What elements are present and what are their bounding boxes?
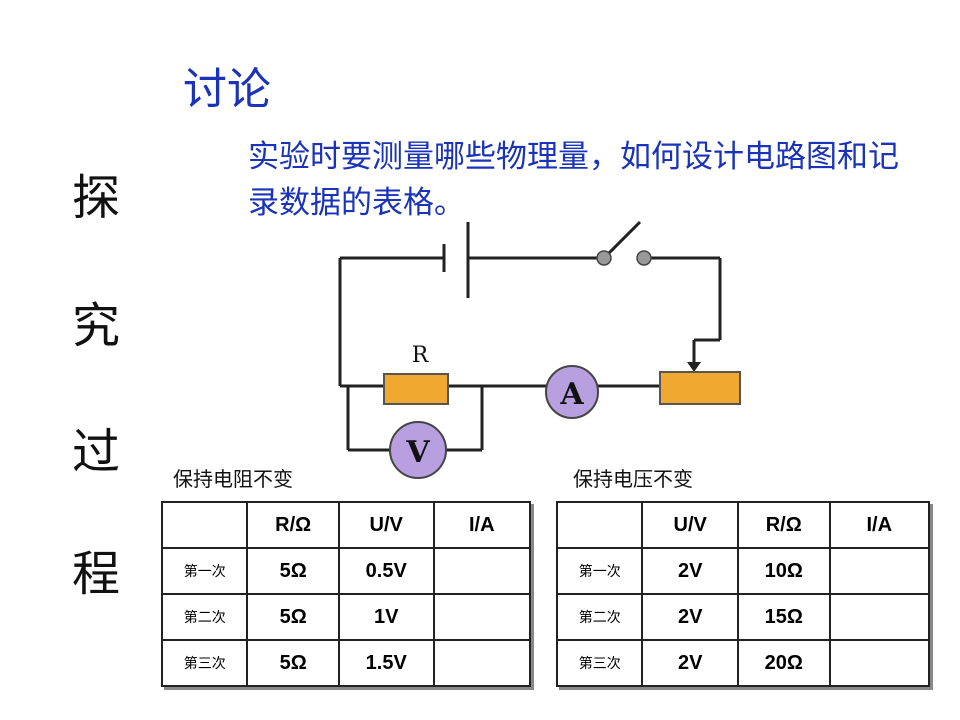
side-label-char-1: 探 [72, 170, 121, 226]
row-label: 第三次 [555, 639, 644, 687]
left-data-table: R/Ω U/V I/A 第一次 5Ω 0.5V 第二次 5Ω 1V 第三次 5Ω… [160, 501, 532, 687]
voltmeter [389, 421, 447, 479]
row-label: 第二次 [555, 593, 644, 641]
row-label: 第二次 [160, 593, 249, 641]
table-cell [828, 547, 931, 595]
header-cell: R/Ω [246, 501, 340, 549]
right-table-caption: 保持电压不变 [573, 467, 693, 491]
table-row: 第二次 5Ω 1V [160, 593, 532, 641]
table-cell: 2V [641, 593, 739, 641]
switch-contact-left [596, 250, 612, 266]
table-cell: 5Ω [246, 547, 340, 595]
table-header-row: U/V R/Ω I/A [555, 501, 931, 549]
table-cell [432, 639, 532, 687]
header-cell: U/V [641, 501, 739, 549]
table-cell: 2V [641, 639, 739, 687]
ammeter [545, 365, 599, 419]
table-cell: 15Ω [736, 593, 831, 641]
resistor-label: R [412, 343, 430, 368]
table-cell: 1V [337, 593, 435, 641]
row-label: 第一次 [555, 547, 644, 595]
table-cell: 1.5V [337, 639, 435, 687]
header-cell: I/A [432, 501, 532, 549]
table-cell [828, 593, 931, 641]
header-cell: U/V [337, 501, 435, 549]
table-row: 第一次 5Ω 0.5V [160, 547, 532, 595]
table-cell [432, 593, 532, 641]
table-header-row: R/Ω U/V I/A [160, 501, 532, 549]
switch-blade [602, 220, 642, 260]
table-cell: 0.5V [337, 547, 435, 595]
side-label-char-3: 过 [72, 424, 121, 480]
header-cell [555, 501, 644, 549]
switch-contact-right [636, 250, 652, 266]
header-cell [160, 501, 249, 549]
table-cell: 20Ω [736, 639, 831, 687]
table-cell: 2V [641, 547, 739, 595]
row-label: 第三次 [160, 639, 249, 687]
table-row: 第一次 2V 10Ω [555, 547, 931, 595]
table-row: 第二次 2V 15Ω [555, 593, 931, 641]
discussion-question: 实验时要测量哪些物理量，如何设计电路图和记录数据的表格。 [248, 139, 899, 221]
right-data-table: U/V R/Ω I/A 第一次 2V 10Ω 第二次 2V 15Ω 第三次 2V… [555, 501, 931, 687]
table-cell [432, 547, 532, 595]
side-label-char-2: 究 [72, 298, 121, 354]
table-cell: 10Ω [736, 547, 831, 595]
header-cell: R/Ω [736, 501, 831, 549]
side-label-char-4: 程 [72, 546, 121, 602]
resistor [383, 373, 449, 405]
ammeter-symbol: A [559, 377, 584, 412]
page-title: 讨论 [183, 64, 271, 115]
table-row: 第三次 2V 20Ω [555, 639, 931, 687]
rheostat [659, 371, 741, 405]
table-row: 第三次 5Ω 1.5V [160, 639, 532, 687]
header-cell: I/A [828, 501, 931, 549]
table-cell: 5Ω [246, 593, 340, 641]
voltmeter-symbol: V [405, 435, 430, 470]
slider-arrow-icon [687, 362, 701, 372]
table-cell: 5Ω [246, 639, 340, 687]
table-cell [828, 639, 931, 687]
row-label: 第一次 [160, 547, 249, 595]
left-table-caption: 保持电阻不变 [173, 467, 293, 491]
